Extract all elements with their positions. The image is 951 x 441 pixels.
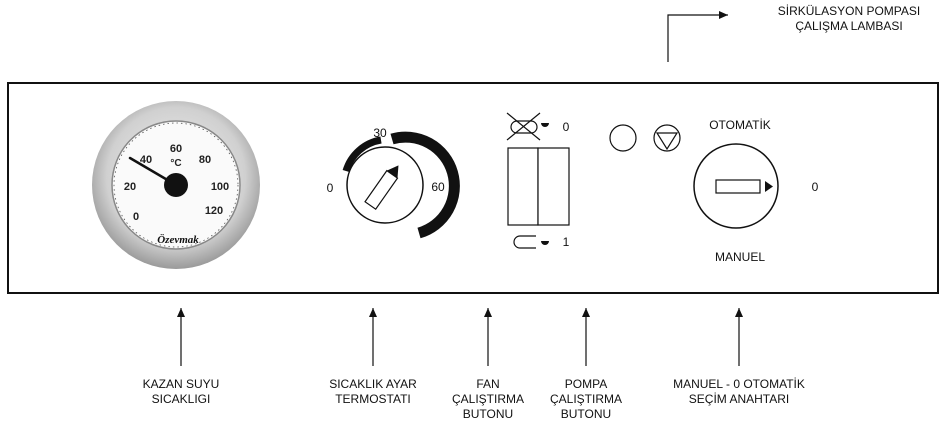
thermostat-min-label: 0 (327, 181, 334, 195)
pump-indicator-lamp (609, 124, 637, 152)
callout-fan-button: FAN ÇALIŞTIRMA BUTONU (448, 377, 528, 422)
gauge-tick-40: 40 (140, 154, 152, 166)
fan-state-0-label: 0 (563, 120, 570, 134)
fan-off-icon (506, 112, 549, 141)
callout-boiler-temp: KAZAN SUYU SICAKLIGI (111, 377, 251, 407)
fan-run-button[interactable] (507, 147, 539, 226)
callout-line: ÇALIŞTIRMA (451, 392, 524, 406)
mode-selector-switch[interactable] (693, 143, 779, 229)
callout-line: ÇALIŞTIRMA (549, 392, 622, 406)
gauge-hub (164, 173, 188, 197)
pump-run-button[interactable] (537, 147, 570, 226)
pump-lamp-label-line2: ÇALIŞMA LAMBASI (795, 19, 903, 33)
mode-selector-pointer (715, 179, 761, 194)
temperature-gauge: 0 20 40 60 80 100 120 °C Özevmak (92, 101, 260, 269)
callout-line: BUTONU (560, 407, 612, 421)
gauge-tick-60: 60 (170, 143, 182, 155)
pump-lamp-label-line1: SİRKÜLASYON POMPASI (777, 4, 921, 18)
pump-symbol-icon (653, 124, 681, 152)
mode-off-label: 0 (811, 180, 819, 194)
callout-thermostat: SICAKLIK AYAR TERMOSTATI (308, 377, 438, 407)
gauge-tick-120: 120 (205, 205, 223, 217)
callout-line: SICAKLIK AYAR (329, 377, 417, 391)
callout-line: MANUEL - 0 OTOMATİK (673, 377, 805, 391)
callout-line: FAN (476, 377, 500, 391)
callout-line: BUTONU (462, 407, 514, 421)
callout-line: KAZAN SUYU (142, 377, 220, 391)
thermostat-mid-label: 30 (373, 126, 387, 140)
gauge-tick-20: 20 (124, 181, 136, 193)
thermostat-scale-arc (342, 136, 382, 173)
gauge-brand-logo: Özevmak (157, 233, 199, 246)
callout-line: TERMOSTATI (335, 392, 411, 406)
pump-lamp-leader-arrow (667, 11, 728, 62)
thermostat-scale-arc-heavy (390, 131, 460, 239)
gauge-tick-100: 100 (211, 181, 229, 193)
callout-line: SEÇİM ANAHTARI (688, 392, 790, 406)
callout-line: SICAKLIGI (151, 392, 211, 406)
thermostat-max-label: 60 (431, 180, 445, 194)
thermostat-knob[interactable]: 0 30 60 (327, 126, 460, 239)
mode-manual-label: MANUEL (714, 250, 765, 264)
callout-line: POMPA (564, 377, 608, 391)
gauge-tick-0: 0 (133, 211, 139, 223)
callout-pump-button: POMPA ÇALIŞTIRMA BUTONU (546, 377, 626, 422)
callout-mode-selector: MANUEL - 0 OTOMATİK SEÇİM ANAHTARI (654, 377, 824, 407)
pump-lamp-label: SİRKÜLASYON POMPASI ÇALIŞMA LAMBASI (754, 4, 944, 34)
mode-auto-label: OTOMATİK (709, 118, 771, 132)
fan-on-icon (513, 235, 549, 249)
fan-state-1-label: 1 (563, 235, 570, 249)
gauge-unit: °C (170, 158, 181, 169)
gauge-tick-80: 80 (199, 154, 211, 166)
